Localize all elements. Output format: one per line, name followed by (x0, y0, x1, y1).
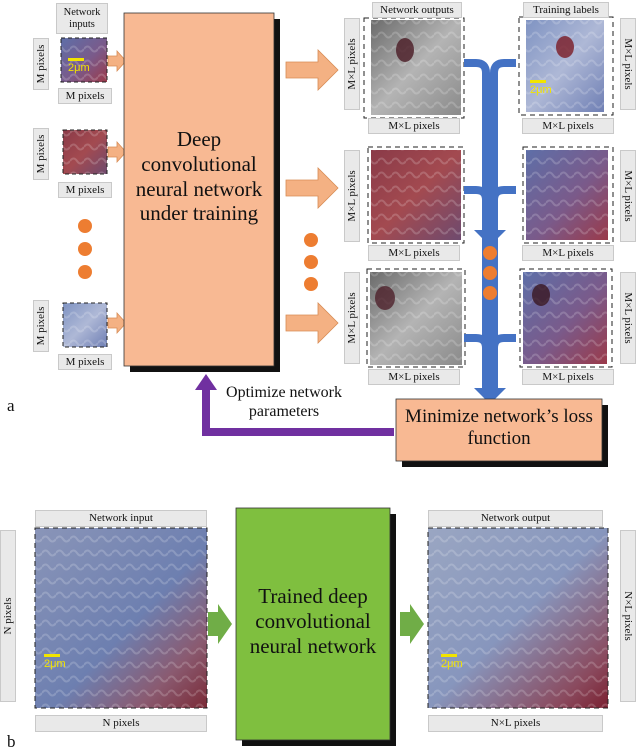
input-arrow-3 (107, 311, 127, 335)
output-arrow-3 (285, 302, 339, 344)
mxl-vlabel-out-2: M×L pixels (344, 150, 360, 242)
ellipsis-dots-outputs (483, 246, 497, 300)
network-box-training (123, 12, 280, 372)
scale-bar-label: 2μm (530, 80, 552, 96)
network-input-image (34, 527, 208, 709)
n-pixels-hlabel: N pixels (35, 715, 207, 732)
mxl-hlabel-out-3: M×L pixels (368, 369, 460, 385)
m-pixels-vlabel-2: M pixels (33, 128, 49, 180)
input-image-3 (62, 302, 108, 348)
network-box-trained (235, 507, 396, 746)
label-image-2 (522, 146, 614, 244)
m-pixels-hlabel-1: M pixels (58, 88, 112, 104)
mxl-hlabel-lbl-1: M×L pixels (522, 118, 614, 134)
input-arrow-2 (107, 140, 127, 164)
output-image-3 (366, 268, 466, 368)
network-box-training-text: Deep convolutional neural network under … (135, 127, 263, 226)
network-inputs-label: Network inputs (56, 3, 108, 34)
network-output-image (427, 527, 609, 709)
m-pixels-hlabel-3: M pixels (58, 354, 112, 370)
optimize-parameters-text: Optimize network parameters (226, 384, 342, 421)
loss-arrowheads (474, 230, 506, 404)
nxl-pixels-vlabel: N×L pixels (620, 530, 636, 702)
label-image-3 (519, 268, 613, 368)
mxl-hlabel-out-2: M×L pixels (368, 245, 460, 261)
mxl-hlabel-lbl-2: M×L pixels (522, 245, 614, 261)
output-image-1 (363, 17, 465, 119)
network-outputs-label: Network outputs (372, 2, 462, 18)
panel-letter-b: b (7, 732, 16, 751)
input-image-2 (62, 129, 108, 175)
scale-bar-input: 2μm (68, 58, 90, 74)
label-image-1 (518, 16, 614, 116)
loss-function-text: Minimize network’s loss function (405, 406, 593, 450)
training-labels-label: Training labels (523, 2, 609, 18)
mxl-vlabel-lbl-2: M×L pixels (620, 150, 636, 242)
network-input-label: Network input (35, 510, 207, 527)
trained-arrow-out (400, 604, 424, 644)
nxl-pixels-hlabel: N×L pixels (428, 715, 603, 732)
trained-network-text: Trained deep convolutional neural networ… (249, 584, 377, 658)
scale-bar-b-output: 2μm (441, 654, 463, 670)
mxl-vlabel-lbl-1: M×L pixels (620, 18, 636, 110)
mxl-hlabel-out-1: M×L pixels (368, 118, 460, 134)
m-pixels-vlabel-1: M pixels (33, 38, 49, 90)
mxl-vlabel-out-3: M×L pixels (344, 272, 360, 364)
network-output-label: Network output (428, 510, 603, 527)
output-arrow-1 (285, 49, 339, 91)
mxl-hlabel-lbl-3: M×L pixels (522, 369, 614, 385)
output-arrow-2 (285, 167, 339, 209)
input-image-1 (60, 37, 108, 83)
loss-function-box (395, 398, 608, 467)
output-image-2 (367, 146, 465, 244)
m-pixels-vlabel-3: M pixels (33, 300, 49, 352)
mxl-vlabel-lbl-3: M×L pixels (620, 272, 636, 364)
m-pixels-hlabel-2: M pixels (58, 182, 112, 198)
ellipsis-dots-inputs (78, 219, 92, 279)
trained-arrow-in (208, 604, 232, 644)
panel-letter-a: a (7, 396, 15, 415)
input-arrow-1 (107, 49, 127, 73)
loss-arrows (464, 59, 516, 390)
ellipsis-dots-network (304, 233, 318, 291)
n-pixels-vlabel: N pixels (0, 530, 16, 702)
scale-bar-b-input: 2μm (44, 654, 66, 670)
feedback-arrow (195, 374, 394, 436)
mxl-vlabel-out-1: M×L pixels (344, 18, 360, 110)
